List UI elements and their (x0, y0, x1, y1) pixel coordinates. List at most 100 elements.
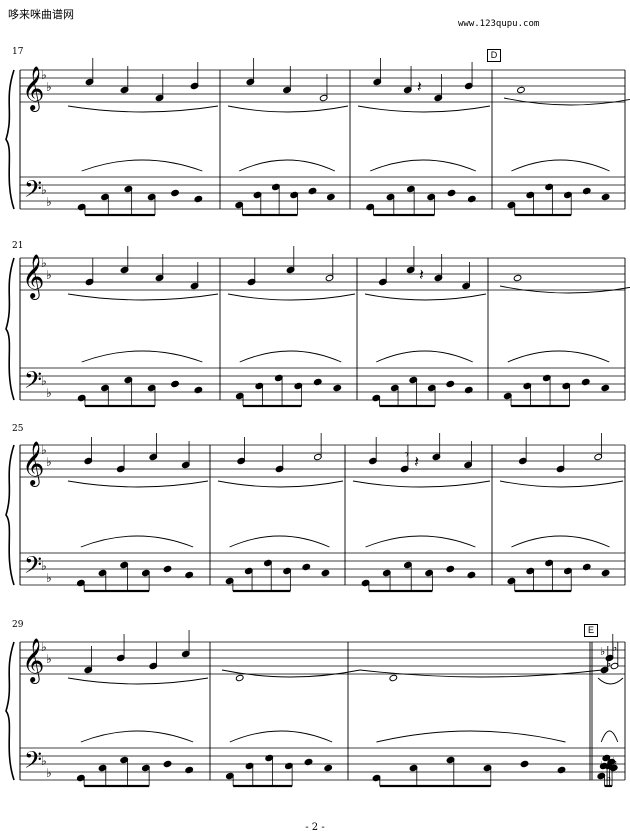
note-head (235, 674, 244, 682)
eighth-rest-icon: 𝄾 (405, 447, 409, 463)
note-head (513, 274, 522, 282)
note-head (557, 766, 566, 774)
note-head (255, 382, 264, 390)
note-head (545, 183, 554, 191)
flat-sign-icon: ♭ (41, 640, 47, 654)
note-head (120, 756, 129, 764)
note-head (98, 764, 107, 772)
note-head (403, 561, 412, 569)
note-head (464, 386, 473, 394)
note-head (101, 193, 109, 201)
note-head (284, 762, 293, 770)
measure-number: 17 (12, 47, 24, 57)
treble-clef-icon: 𝄞 (22, 638, 44, 684)
note-head (582, 563, 591, 571)
note-head (283, 567, 292, 575)
slur (359, 669, 603, 678)
flat-sign-icon: ♭ (46, 80, 52, 94)
note-head (76, 774, 85, 782)
note-head (507, 201, 516, 209)
quarter-rest-icon: 𝄽 (414, 452, 419, 471)
treble-clef-icon: 𝄞 (22, 66, 44, 112)
slur (357, 105, 491, 113)
treble-clef-icon: 𝄞 (22, 254, 44, 300)
note-head (185, 766, 194, 774)
note-head (467, 195, 476, 203)
note-head (372, 394, 381, 402)
note-head (302, 563, 311, 571)
note-head (98, 569, 107, 577)
note-head (406, 185, 415, 193)
note-head (582, 187, 591, 195)
slur (229, 535, 330, 548)
note-head (516, 86, 525, 94)
note-head (361, 579, 370, 587)
note-head (447, 189, 456, 197)
flat-sign-icon: ♭ (41, 68, 47, 82)
note-head (326, 193, 335, 201)
note-head (77, 203, 86, 211)
note-head (225, 577, 234, 585)
quarter-rest-icon: 𝄽 (419, 265, 424, 284)
slur (600, 730, 619, 743)
measure-number: 25 (12, 424, 24, 434)
note-head (147, 193, 156, 201)
slur (238, 159, 336, 172)
brace-icon (5, 641, 15, 781)
note-head (194, 386, 203, 394)
slur (499, 285, 630, 294)
flat-sign-icon: ♭ (46, 571, 52, 585)
flat-sign-icon: ♭ (600, 759, 605, 772)
slur (597, 677, 624, 685)
rehearsal-mark: E (584, 624, 598, 637)
slur (67, 293, 219, 301)
note-head (274, 374, 283, 382)
flat-sign-icon: ♭ (612, 641, 617, 654)
note-head (263, 559, 272, 567)
slur (229, 730, 333, 743)
note-head (235, 201, 244, 209)
flat-sign-icon: ♭ (46, 268, 52, 282)
note-head (321, 569, 330, 577)
note-head (244, 567, 253, 575)
slur (364, 293, 487, 301)
flat-sign-icon: ♭ (46, 386, 52, 400)
flat-sign-icon: ♭ (41, 374, 47, 388)
note-head (602, 754, 611, 762)
slur (67, 677, 209, 685)
note-head (265, 754, 274, 762)
note-head (124, 376, 133, 384)
site-name: 哆来咪曲谱网 (8, 8, 74, 21)
flat-sign-icon: ♭ (606, 657, 611, 670)
note-head (194, 195, 203, 203)
note-head (542, 374, 551, 382)
note-head (366, 203, 375, 211)
note-head (467, 571, 476, 579)
note-head (171, 380, 179, 388)
note-head (294, 382, 303, 390)
note-head (76, 579, 85, 587)
note-head (526, 567, 535, 575)
note-head (245, 762, 254, 770)
slur (239, 350, 342, 363)
note-head (77, 394, 86, 402)
note-head (271, 183, 280, 191)
slur (376, 350, 473, 363)
note-head (563, 191, 572, 199)
note-head (333, 384, 342, 392)
slur (81, 350, 203, 363)
note-head (526, 191, 535, 199)
slur (81, 159, 203, 172)
note-head (446, 380, 455, 388)
flat-sign-icon: ♭ (41, 754, 47, 768)
flat-sign-icon: ♭ (600, 645, 605, 658)
note-head (389, 674, 398, 682)
quarter-rest-icon: 𝄽 (417, 77, 422, 96)
site-url: www.123qupu.com (458, 19, 540, 29)
note-head (101, 384, 109, 392)
note-head (120, 561, 129, 569)
slur (376, 730, 566, 743)
bass-clef-icon: 𝄢 (24, 175, 42, 208)
flat-sign-icon: ♭ (606, 771, 611, 784)
